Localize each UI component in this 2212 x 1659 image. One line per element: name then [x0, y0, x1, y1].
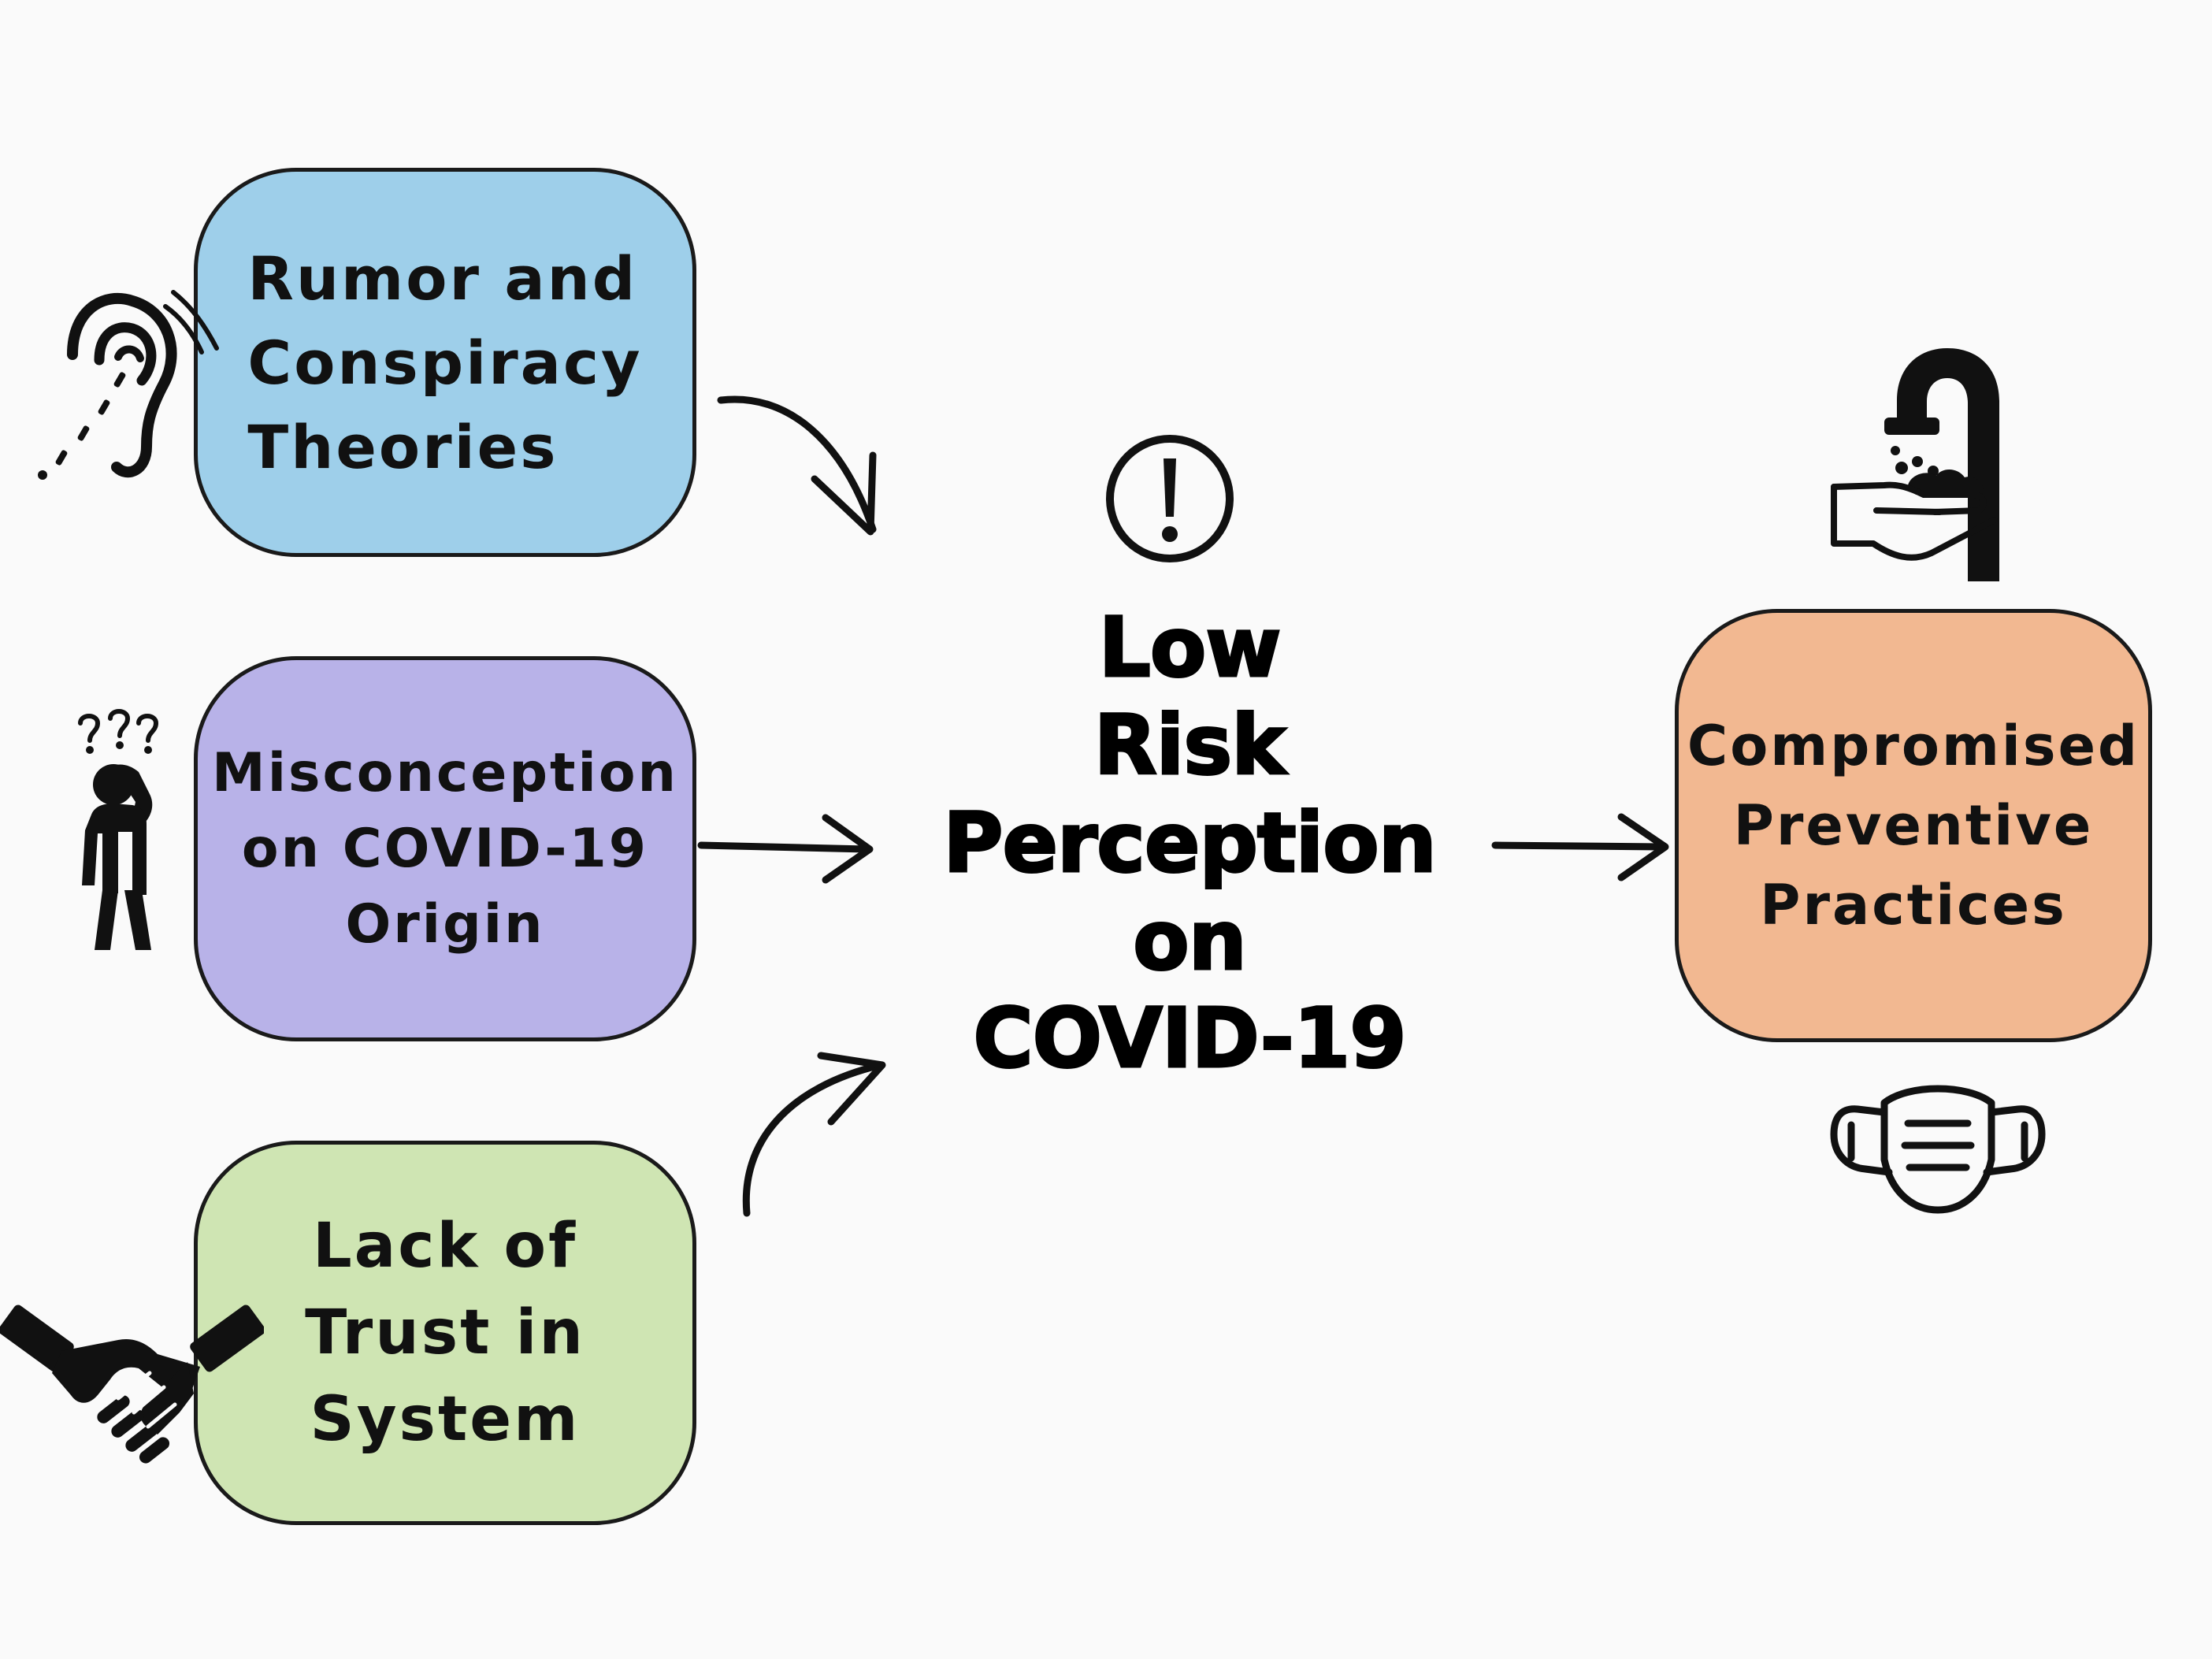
- node-misconception-origin: Misconception on COVID-19 Origin: [194, 656, 696, 1041]
- node-rumor-conspiracy: Rumor and Conspiracy Theories: [194, 168, 696, 557]
- node-misconception-label: Misconception on COVID-19 Origin: [212, 741, 678, 956]
- node-lack-of-trust: Lack of Trust in System: [194, 1141, 696, 1525]
- node-rumor-label: Rumor and Conspiracy Theories: [247, 243, 643, 482]
- handwashing-icon: [1831, 348, 1999, 581]
- ear-listening-icon: [38, 290, 219, 480]
- edge-misconception-to-central: [697, 814, 874, 884]
- handshake-icon: [0, 1305, 264, 1464]
- edge-trust-to-central: [742, 1052, 886, 1217]
- node-trust-label: Lack of Trust in System: [305, 1211, 585, 1455]
- central-node-label: Low Risk Perception on COVID-19: [942, 599, 1438, 1088]
- edge-rumor-to-central: [717, 395, 877, 536]
- node-compromised-practices: Compromised Preventive Practices: [1675, 609, 2152, 1042]
- exclamation-circle-icon: [1106, 435, 1234, 562]
- node-outcome-label: Compromised Preventive Practices: [1687, 713, 2140, 937]
- face-mask-icon: [1830, 1085, 2046, 1214]
- edge-central-to-outcome: [1491, 813, 1669, 881]
- confused-person-icon: [78, 709, 159, 950]
